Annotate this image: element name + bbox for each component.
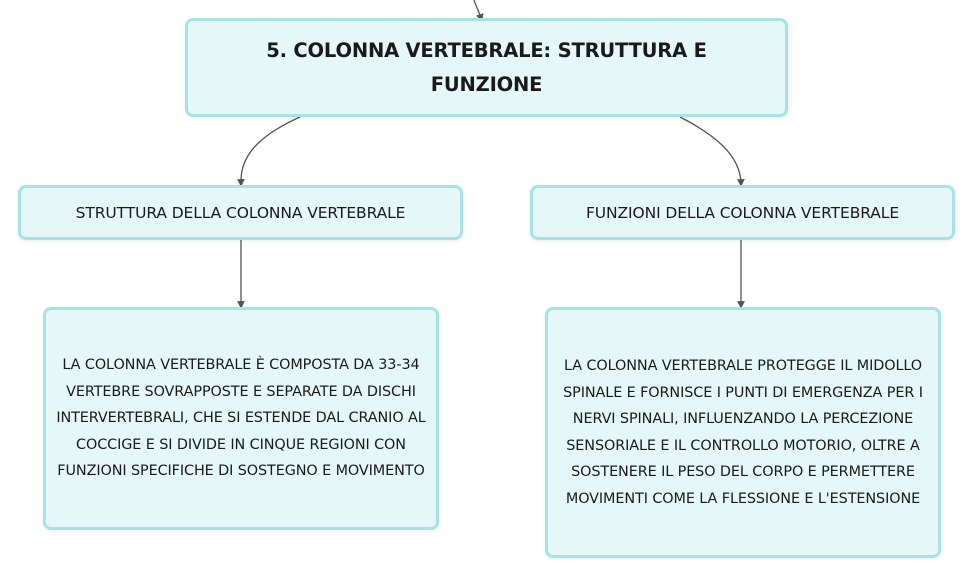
root-topic-title: 5. COLONNA VERTEBRALE: STRUTTURA E FUNZI…: [266, 38, 707, 96]
detail-text-structure: LA COLONNA VERTEBRALE È COMPOSTA DA 33-3…: [56, 357, 426, 480]
branch-node-structure[interactable]: STRUTTURA DELLA COLONNA VERTEBRALE: [18, 185, 463, 240]
root-topic-node[interactable]: 5. COLONNA VERTEBRALE: STRUTTURA E FUNZI…: [185, 18, 788, 117]
detail-node-functions[interactable]: LA COLONNA VERTEBRALE PROTEGGE IL MIDOLL…: [545, 307, 941, 558]
detail-node-structure[interactable]: LA COLONNA VERTEBRALE È COMPOSTA DA 33-3…: [43, 307, 439, 530]
detail-text-functions: LA COLONNA VERTEBRALE PROTEGGE IL MIDOLL…: [563, 358, 923, 507]
incoming-connector: [473, 0, 484, 22]
connector-root-to-functions: [679, 116, 745, 187]
branch-node-functions[interactable]: FUNZIONI DELLA COLONNA VERTEBRALE: [530, 185, 955, 240]
connector-root-to-structure: [236, 116, 301, 187]
branch-label-functions: FUNZIONI DELLA COLONNA VERTEBRALE: [585, 203, 900, 222]
branch-label-structure: STRUTTURA DELLA COLONNA VERTEBRALE: [75, 203, 406, 222]
